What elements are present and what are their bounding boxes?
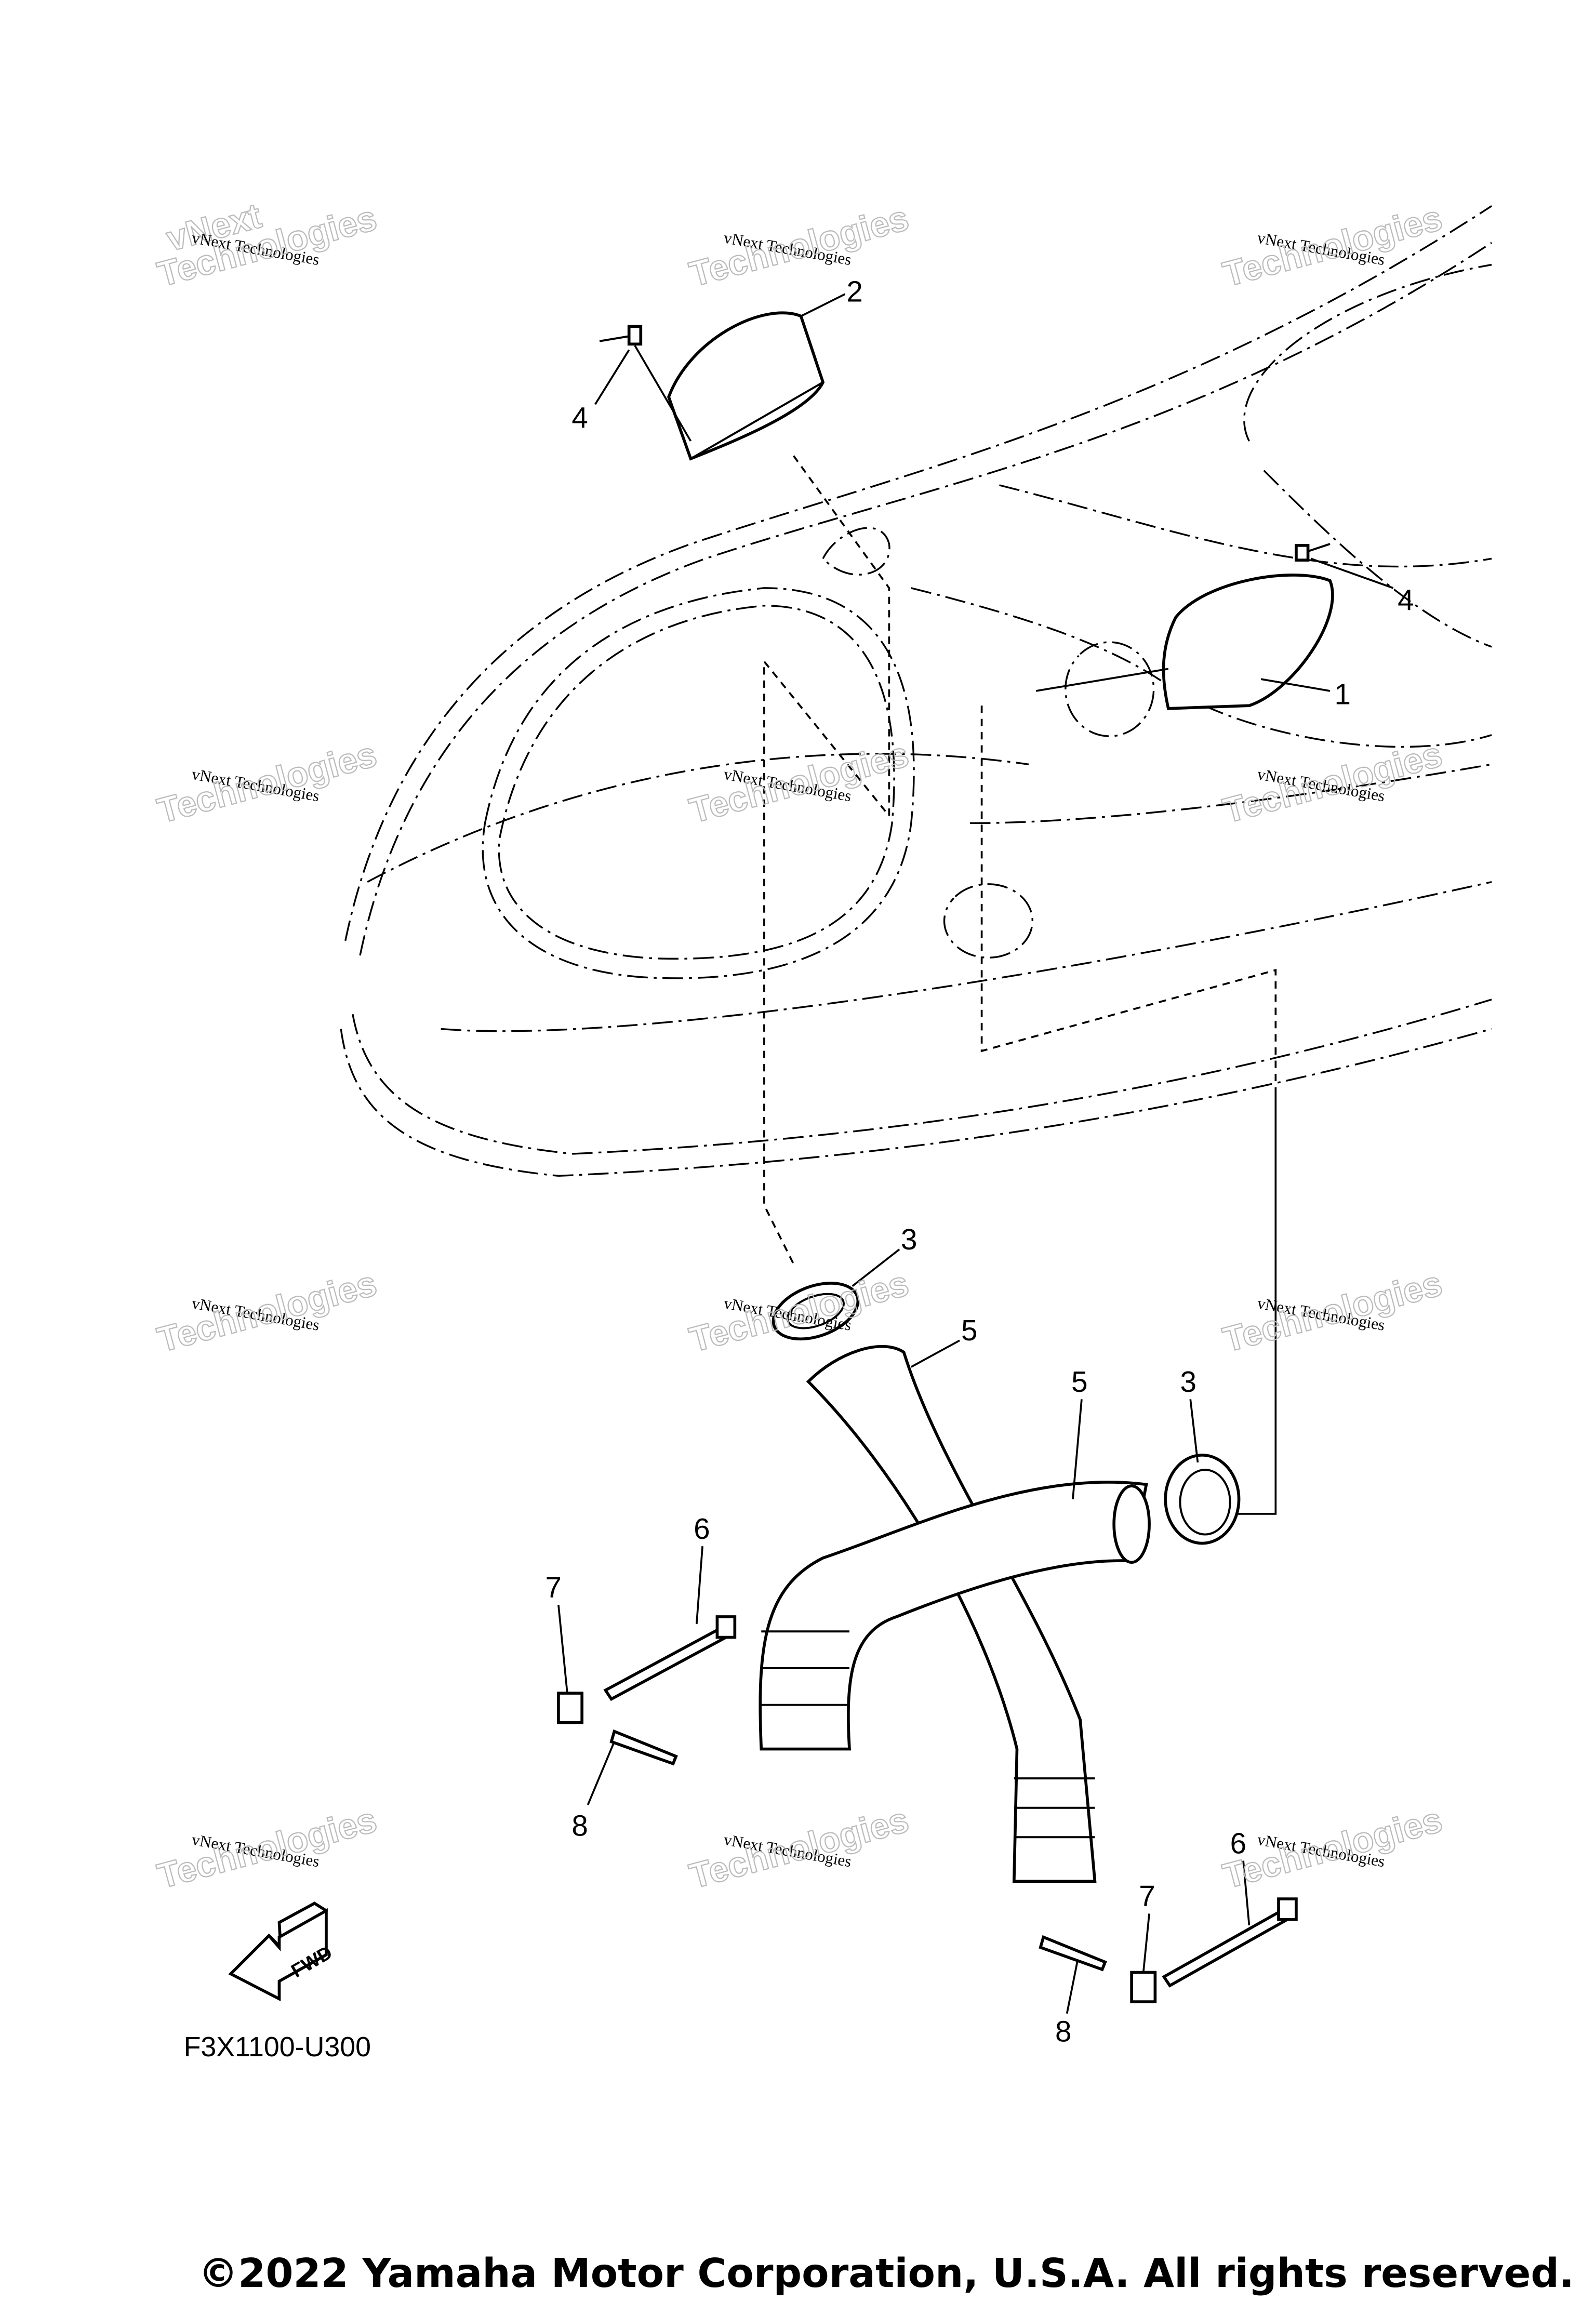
callout-3: 3 [1180, 1365, 1196, 1398]
callout-1: 1 [1334, 677, 1350, 710]
callout-7: 7 [1139, 1880, 1155, 1912]
leader-lines [557, 293, 1394, 2014]
part-1-vent-cover [1162, 574, 1334, 710]
part-8-rivet-left [609, 1729, 678, 1766]
svg-text:Technologies: Technologies [154, 1800, 381, 1896]
callout-6: 6 [694, 1512, 710, 1545]
callout-5: 5 [961, 1314, 977, 1347]
svg-text:Technologies: Technologies [154, 1264, 381, 1360]
callout-4: 4 [571, 402, 588, 434]
svg-text:Technologies: Technologies [154, 735, 381, 831]
callout-7: 7 [545, 1571, 561, 1604]
diagram-code: F3X1100-U300 [184, 2031, 371, 2063]
part-4-rivet-top [599, 325, 692, 442]
callout-5: 5 [1071, 1365, 1087, 1398]
copyright: ©2022 Yamaha Motor Corporation, U.S.A. A… [198, 2251, 1574, 2297]
callout-4: 4 [1398, 583, 1414, 616]
part-7-clamp-right [1130, 1971, 1157, 2003]
svg-text:Technologies: Technologies [1219, 1800, 1446, 1896]
part-7-clamp-left [557, 1692, 584, 1724]
svg-text:Technologies: Technologies [1219, 1264, 1446, 1360]
part-3-grommet-right [1164, 1453, 1241, 1545]
callout-8: 8 [571, 1809, 588, 1842]
callout-8: 8 [1055, 2015, 1071, 2047]
part-3-grommet-left [772, 1282, 860, 1341]
part-8-rivet-right [1039, 1935, 1107, 1972]
part-6-cable-tie-right [1162, 1897, 1298, 1988]
svg-text:Technologies: Technologies [686, 198, 913, 294]
callout-6: 6 [1230, 1827, 1246, 1859]
callout-3: 3 [901, 1223, 917, 1256]
svg-text:Technologies: Technologies [1219, 735, 1446, 831]
svg-text:Technologies: Technologies [686, 735, 913, 831]
part-4-rivet-right [1035, 543, 1331, 692]
callout-2: 2 [846, 275, 862, 308]
svg-text:Technologies: Technologies [1219, 198, 1446, 294]
part-5-hose-short [759, 1481, 1151, 1751]
part-6-cable-tie-left [603, 1615, 737, 1701]
svg-text:Technologies: Technologies [686, 1800, 913, 1896]
fwd-arrow-icon: FWD [228, 1901, 336, 2002]
assembly-lines [763, 455, 1277, 1515]
hull-outline [340, 205, 1493, 1177]
part-2-vent-cover [667, 311, 825, 461]
